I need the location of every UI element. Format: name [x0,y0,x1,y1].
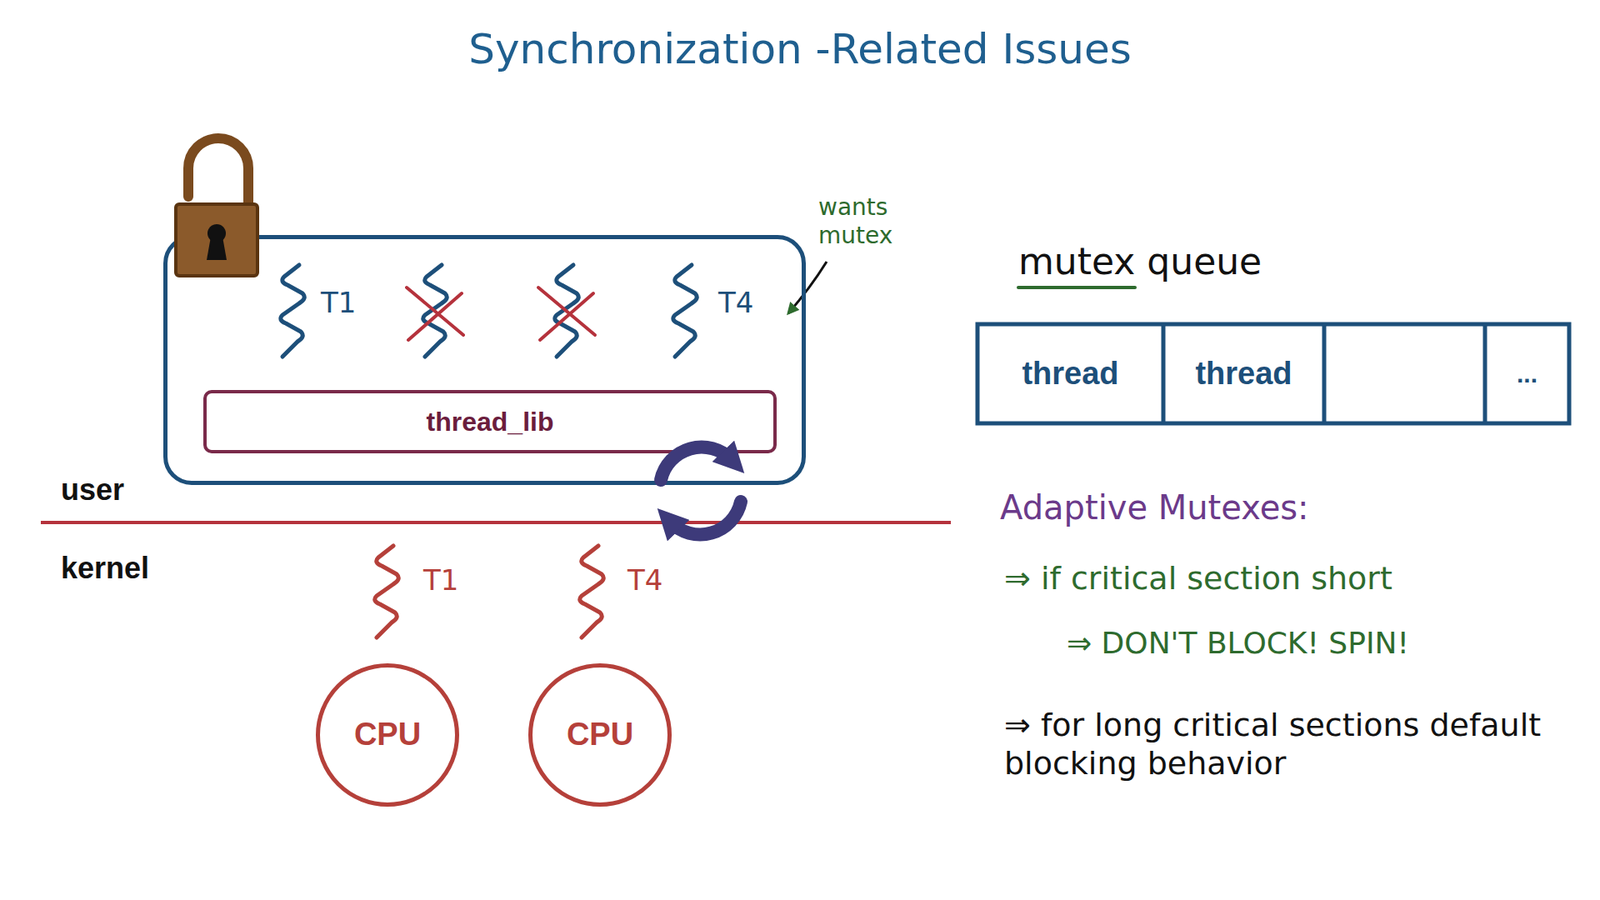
queue-cell: thread [1163,324,1325,424]
note: ⇒ DON'T BLOCK! SPIN! [1066,625,1410,661]
padlock-icon [175,138,258,276]
node-text: CPU [566,715,634,755]
underline [1018,285,1135,290]
thread-label: T1 [423,563,459,598]
thread-label: T4 [627,563,663,598]
cycle-arrows [660,447,741,535]
region-label: kernel [60,550,150,586]
note: ⇒ if critical section short [1004,560,1393,599]
region-label: user [60,471,125,508]
cross-mark [406,287,595,340]
cpu-circle: CPU [315,663,460,807]
leader-arrow [788,261,827,314]
queue-cell: thread [977,324,1164,424]
node-text: CPU [354,715,421,755]
queue-heading: mutex queue [1018,240,1262,285]
node-text: thread [1021,355,1119,394]
title: Synchronization -Related Issues [0,25,1600,74]
queue-cell: ... [1485,324,1570,424]
node-text: thread [1195,355,1292,394]
node-text: ... [1516,359,1538,390]
kernel-thread-squiggle [375,545,605,638]
note: ⇒ for long critical sections default blo… [1004,706,1580,783]
cpu-circle: CPU [528,663,672,807]
boundary-line [40,520,951,525]
thread-squiggle [280,265,698,357]
node-text: thread_lib [426,405,555,438]
annotation: wants mutex [818,193,927,250]
thread-label: T4 [718,285,754,320]
queue-outline [977,324,1570,424]
thread-label: T1 [320,285,356,320]
note-heading: Adaptive Mutexes: [1000,487,1310,528]
